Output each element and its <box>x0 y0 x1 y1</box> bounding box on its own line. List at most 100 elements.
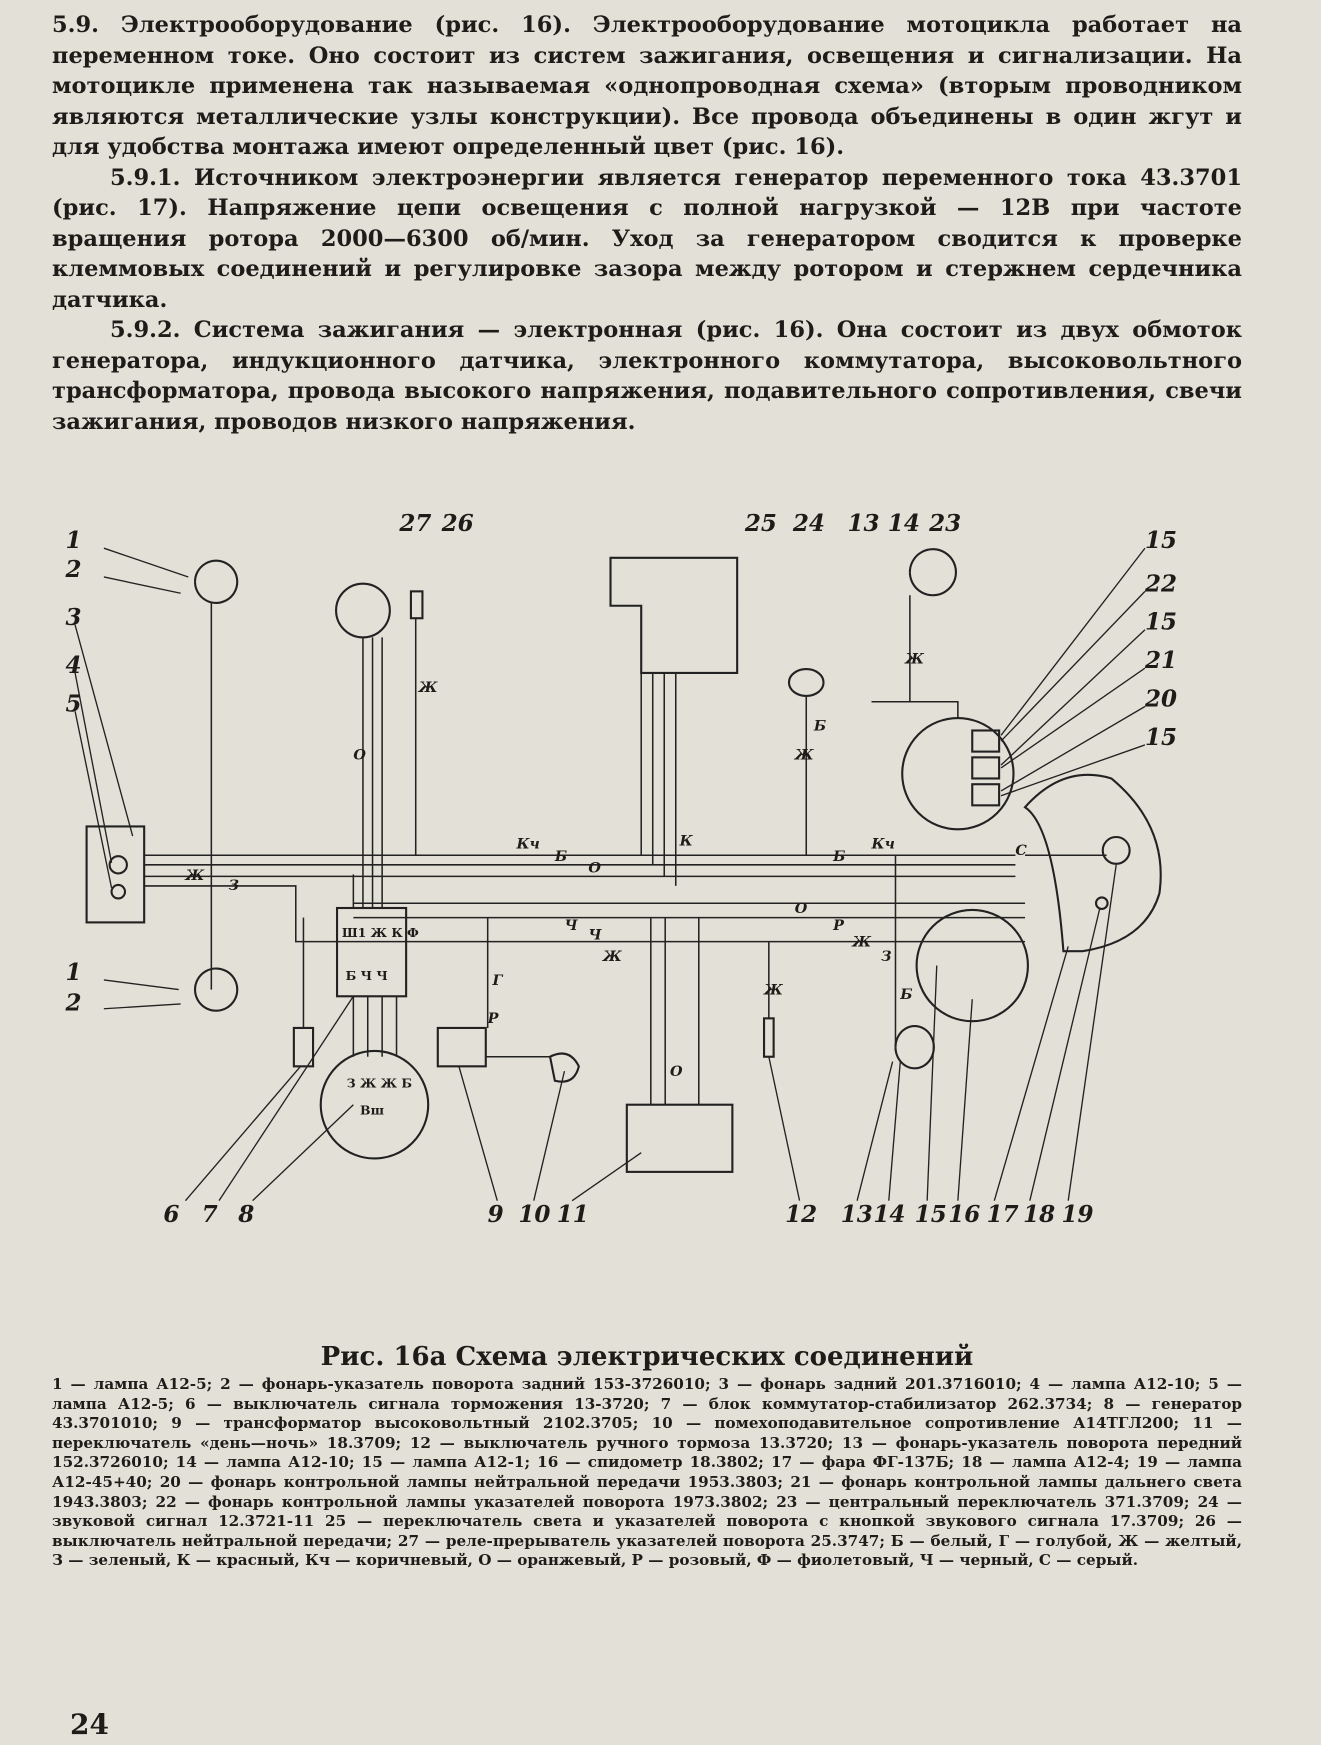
wire-label-o-relay: О <box>353 746 366 763</box>
leader-21 <box>1000 667 1146 769</box>
number-5: 5 <box>65 690 81 717</box>
indicator-lamp-22 <box>971 729 1001 753</box>
number-25: 25 <box>744 510 777 537</box>
wire-label-zh-right: Ж <box>851 933 872 950</box>
leader-5 <box>74 711 113 888</box>
figure-legend: 1 — лампа А12-5; 2 — фонарь-указатель по… <box>52 1375 1242 1570</box>
wire-label-zh-indicator: Ж <box>904 650 925 667</box>
leader-15a <box>1000 547 1146 736</box>
page-number: 24 <box>70 1708 109 1741</box>
leader-9 <box>458 1066 498 1201</box>
number-14-bottom: 14 <box>873 1201 905 1228</box>
wire-label-zh-left: Ж <box>184 867 205 884</box>
turn-relay <box>335 582 391 639</box>
headlight-lamp-19 <box>1101 835 1131 865</box>
wire-label-r-right: Р <box>832 917 845 934</box>
hv-transformer <box>436 1026 487 1068</box>
number-26: 26 <box>441 510 474 537</box>
central-switch <box>901 716 1015 831</box>
suppressor <box>548 1052 580 1083</box>
indicator-lamp-21 <box>971 756 1001 780</box>
number-13-top: 13 <box>848 510 880 537</box>
number-15-bottom: 15 <box>915 1201 947 1228</box>
number-10: 10 <box>518 1201 550 1228</box>
wire-label-b-right: Б <box>832 848 845 865</box>
wire-label-z-left: З <box>229 877 239 894</box>
leader-14 <box>888 1061 901 1201</box>
wire-label-b-left: Б <box>554 848 567 865</box>
number-27: 27 <box>398 510 431 537</box>
wire-label-zh-handbrake: Ж <box>763 981 784 998</box>
headlight-lamp-18 <box>1094 896 1109 911</box>
leader-16 <box>957 999 973 1201</box>
leader-12 <box>768 1056 801 1201</box>
number-4: 4 <box>65 652 81 679</box>
number-23: 23 <box>928 510 961 537</box>
wire-label-g: Г <box>491 972 503 989</box>
wire-label-b-indicator: Б <box>899 986 912 1003</box>
body-text: 5.9. Электрооборудование (рис. 16). Элек… <box>52 10 1242 437</box>
wire-label-r: Р <box>487 1010 500 1027</box>
tail-light-box <box>85 825 146 924</box>
wire-label-ch-a: Ч <box>564 917 578 934</box>
leader-8 <box>252 1104 354 1202</box>
generator-label-center: Вш <box>360 1102 384 1117</box>
switch-feed-wire <box>871 700 959 719</box>
leader-15b <box>1000 629 1146 766</box>
wire-label-zh-neutral: Ж <box>418 679 439 696</box>
leader-10 <box>533 1070 566 1201</box>
wire-label-b-horn: Б <box>813 717 826 734</box>
rear-turn-indicator-top <box>193 559 239 604</box>
leader-2 <box>103 576 181 594</box>
lamp-4 <box>108 855 128 875</box>
leader-4 <box>74 672 113 864</box>
wire-label-zh-horn: Ж <box>794 746 815 763</box>
leader-11 <box>571 1152 642 1202</box>
leader-1 <box>103 547 189 578</box>
paragraph-5-9-2: 5.9.2. Система зажигания — электронная (… <box>52 317 1242 435</box>
number-16: 16 <box>948 1201 980 1228</box>
number-7: 7 <box>202 1201 218 1228</box>
horn <box>787 668 825 698</box>
wire-label-o-right: О <box>795 900 808 917</box>
leader-1b <box>103 979 179 991</box>
number-1-bottom: 1 <box>65 959 81 986</box>
wire-label-ch-b: Ч <box>588 927 602 944</box>
leader-13 <box>856 1061 894 1201</box>
lamp-5 <box>110 883 127 900</box>
hand-brake-switch <box>762 1017 775 1058</box>
number-20: 20 <box>1144 686 1177 713</box>
leader-6 <box>184 1065 302 1202</box>
number-18: 18 <box>1023 1201 1055 1228</box>
speedometer <box>915 908 1029 1023</box>
wire-label-kch-left: Кч <box>515 836 539 853</box>
neutral-switch <box>409 590 424 620</box>
number-2-bottom: 2 <box>64 990 81 1017</box>
number-6: 6 <box>163 1201 179 1228</box>
number-11: 11 <box>557 1201 589 1228</box>
wire-label-z-right: З <box>881 948 891 965</box>
number-1-top: 1 <box>65 527 81 554</box>
commutator-label-top: Ш1 Ж К Ф <box>342 925 419 940</box>
wire-label-s: С <box>1015 842 1027 859</box>
paragraph-5-9-1: 5.9.1. Источником электроэнергии являетс… <box>52 164 1242 313</box>
leader-20 <box>1000 705 1146 792</box>
number-8: 8 <box>237 1201 254 1228</box>
wire-label-o-daynight: О <box>670 1063 683 1080</box>
number-24: 24 <box>792 510 825 537</box>
number-15-c: 15 <box>1145 724 1177 751</box>
number-19: 19 <box>1061 1201 1093 1228</box>
wire-label-o-left: О <box>588 860 601 877</box>
leader-22 <box>1000 590 1146 742</box>
front-turn-indicator-top <box>908 548 957 597</box>
leader-2b <box>103 1003 181 1010</box>
wire-label-kch-right: Кч <box>871 836 895 853</box>
commutator-label-bottom: Б Ч Ч <box>346 968 388 983</box>
number-17: 17 <box>987 1201 1019 1228</box>
number-9: 9 <box>488 1201 504 1228</box>
leader-7 <box>218 995 354 1202</box>
day-night-switch <box>625 1103 734 1173</box>
generator-label-top: З Ж Ж Б <box>347 1075 412 1090</box>
leader-3 <box>74 624 134 837</box>
paragraph-5-9: 5.9. Электрооборудование (рис. 16). Элек… <box>52 12 1242 160</box>
